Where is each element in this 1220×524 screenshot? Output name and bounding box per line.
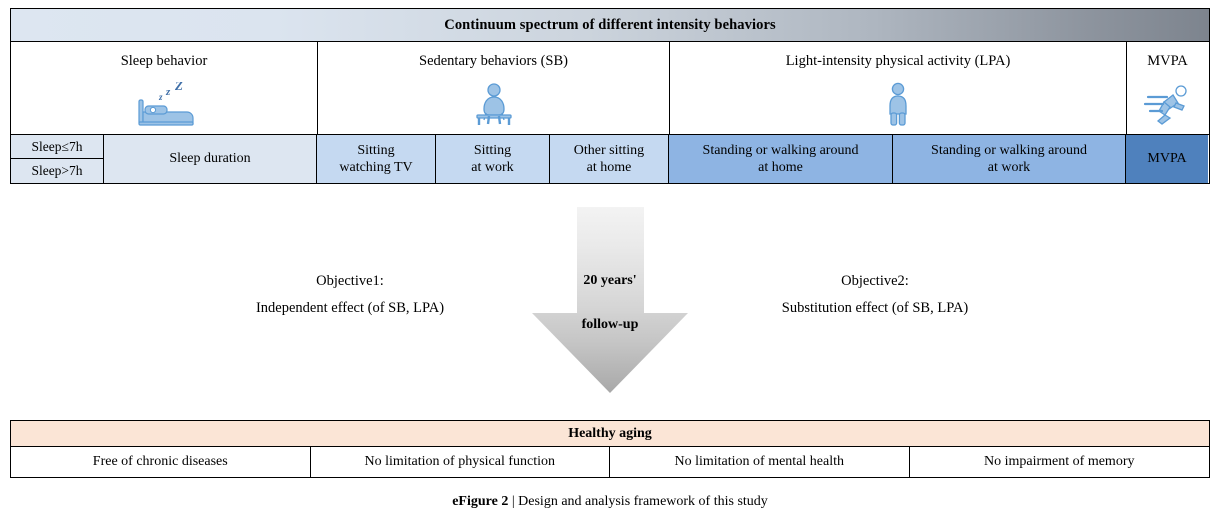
behavior-cell-label-line2: at home <box>758 160 803 175</box>
behavior-cell-sitting-at-work: Sitting at work <box>436 135 550 183</box>
category-label: MVPA <box>1147 53 1188 69</box>
healthy-aging-item: Free of chronic diseases <box>11 447 311 477</box>
behavior-cell-label-line1: Sitting <box>473 142 512 158</box>
healthy-aging-item: No impairment of memory <box>984 454 1135 469</box>
person-running-icon <box>1143 80 1193 126</box>
svg-text:z: z <box>158 92 163 102</box>
sleep-threshold-gt7h: Sleep>7h <box>31 163 83 178</box>
healthy-aging-header: Healthy aging <box>11 421 1209 447</box>
arrow-label: 20 years' follow-up <box>532 207 688 393</box>
figure-caption: eFigure 2 | Design and analysis framewor… <box>0 494 1220 510</box>
objective-description: Independent effect (of SB, LPA) <box>255 299 445 316</box>
person-standing-icon <box>883 80 913 126</box>
behavior-cell-label-line2: at home <box>586 160 632 175</box>
category-label: Sedentary behaviors (SB) <box>419 53 568 69</box>
behavior-cell-mvpa: MVPA <box>1126 135 1208 183</box>
category-label: Light-intensity physical activity (LPA) <box>785 53 1011 69</box>
behavior-cell-sitting-watching-tv: Sitting watching TV <box>317 135 436 183</box>
healthy-aging-items-row: Free of chronic diseases No limitation o… <box>11 447 1209 477</box>
bed-sleep-icon: z z Z <box>133 80 195 126</box>
objective-2: Objective2: Substitution effect (of SB, … <box>690 268 1060 322</box>
category-label: Sleep behavior <box>120 53 208 69</box>
sleep-threshold-cells: Sleep≤7h Sleep>7h <box>11 135 104 183</box>
figure-caption-separator: | <box>508 494 519 509</box>
behavior-cell-standing-walking-at-work: Standing or walking around at work <box>893 135 1126 183</box>
behavior-cell-label-line2: watching TV <box>339 160 413 175</box>
category-sleep-behavior: Sleep behavior z z Z <box>11 42 317 134</box>
svg-text:z: z <box>165 86 171 98</box>
figure-caption-label: eFigure 2 <box>452 494 509 509</box>
behavior-cell-label-line1: Standing or walking around <box>931 142 1087 158</box>
behavior-cell-label-line2: at work <box>471 160 514 175</box>
behavior-cell-other-sitting-at-home: Other sitting at home <box>550 135 669 183</box>
continuum-banner: Continuum spectrum of different intensit… <box>10 8 1210 42</box>
svg-text:Z: Z <box>174 82 183 93</box>
category-light-intensity-physical-activity: Light-intensity physical activity (LPA) <box>669 42 1126 134</box>
person-sitting-icon <box>471 80 517 126</box>
behavior-cell-label-line1: Sitting <box>357 142 395 158</box>
healthy-aging-item: No limitation of physical function <box>311 447 610 477</box>
arrow-label-line1: 20 years' <box>583 273 637 288</box>
category-sedentary-behaviors: Sedentary behaviors (SB) <box>317 42 669 134</box>
behavior-cell-label: Sleep duration <box>169 151 251 167</box>
behavior-cell-label-line1: Other sitting <box>573 142 645 158</box>
category-mvpa: MVPA <box>1126 42 1208 134</box>
healthy-aging-table: Healthy aging Free of chronic diseases N… <box>10 420 1210 478</box>
behavior-cell-label-line2: at work <box>987 160 1031 175</box>
sleep-threshold-le7h: Sleep≤7h <box>11 135 103 159</box>
healthy-aging-item: No limitation of mental health <box>610 447 910 477</box>
arrow-shaft <box>577 207 644 315</box>
category-header-row: Sleep behavior z z Z <box>10 42 1210 134</box>
arrow-label-line2: follow-up <box>581 317 639 332</box>
objective-1: Objective1: Independent effect (of SB, L… <box>165 268 535 322</box>
behavior-cells-row: Sleep≤7h Sleep>7h Sleep duration Sitting… <box>10 134 1210 184</box>
objective-description: Substitution effect (of SB, LPA) <box>781 299 969 316</box>
banner-title: Continuum spectrum of different intensit… <box>444 16 776 33</box>
behavior-cell-label: MVPA <box>1147 151 1187 167</box>
figure-caption-text: Design and analysis framework of this st… <box>518 494 768 509</box>
follow-up-arrow: 20 years' follow-up <box>532 207 688 393</box>
objective-title: Objective1: <box>316 273 384 289</box>
behavior-cell-standing-walking-at-home: Standing or walking around at home <box>669 135 893 183</box>
behavior-cell-label-line1: Standing or walking around <box>702 142 859 158</box>
objective-title: Objective2: <box>841 273 909 289</box>
behavior-cell-sleep-duration: Sleep duration <box>104 135 317 183</box>
